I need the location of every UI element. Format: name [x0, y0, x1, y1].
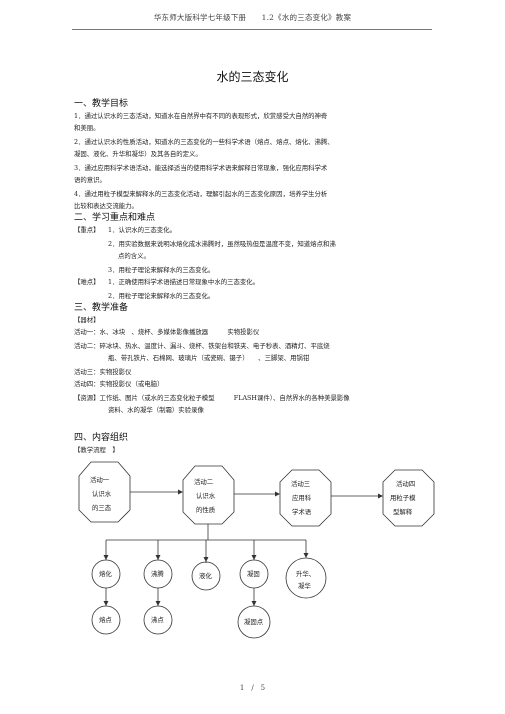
activity-4-box: [382, 469, 435, 527]
change-label: 熔化: [99, 569, 112, 578]
goal-line: 1．通过认识水的三态活动，知道水在自然界中有不同的表现形式，欣赏感受大自然的神奇: [74, 112, 328, 120]
arrow-head: [251, 601, 257, 606]
difficult-point-item: 1．正确使用科学术语描述日常现象中水的三态变化。: [108, 278, 260, 286]
arrow-head: [378, 493, 383, 499]
key-point-item: 点的含义。: [118, 252, 150, 260]
goal-line: 比较和表达交流能力。: [74, 202, 138, 210]
arrow-head: [103, 555, 109, 560]
activity-2-label: 活动二: [194, 477, 214, 486]
key-point-item: 2．用实验数据来说明冰熔化成水沸腾时，虽然吸热但是温度不变，知道熔点和沸: [108, 240, 336, 248]
prep-line: 瓶、带孔铁片、石棉网、玻璃片（或瓷碗、镊子） 、三脚架、用锅钳: [108, 354, 310, 362]
activity-1-text: 的三态: [92, 503, 112, 512]
activity-1-text: 认识水: [92, 489, 112, 498]
prep-line: 活动三：实物投影仪: [74, 368, 132, 376]
goal-line: 凝固、液化、升华和凝华）及其各自的定义。: [74, 150, 202, 158]
activity-3-box: [279, 469, 332, 527]
change-label: 升华、: [296, 569, 315, 578]
point-label: 沸点: [151, 615, 164, 624]
arrow-head: [155, 555, 161, 560]
activity-4-text: 用粒子模: [390, 493, 416, 502]
goal-line: 3．通过应用科学术语活动，能选择适当的使用科学术语来解释日常现象，强化应用科学术: [74, 164, 328, 172]
goal-line: 和美丽。: [74, 124, 100, 132]
goal-line: 2．通过认识水的性质活动，知道水的三态变化的一些科学术语（熔点、熔点、熔化、沸腾…: [74, 138, 334, 146]
point-label: 凝固点: [244, 617, 264, 626]
activity-3-text: 应用科: [292, 493, 312, 502]
prep-line: 【资源】工作纸、图片（或水的三态变化粒子模型 FLASH课件）、自然界水的各种美…: [74, 394, 350, 402]
arrow-head: [103, 601, 109, 606]
flow-label: 【教学流程 】: [74, 446, 119, 454]
key-point-item: 3．用粒子理论来解释水的三态变化。: [108, 266, 215, 274]
change-label: 凝固: [247, 569, 260, 578]
activity-4-label: 活动四: [396, 479, 415, 488]
change-label: 液化: [199, 571, 212, 580]
activity-3-label: 活动三: [291, 479, 310, 488]
arrow-head: [155, 601, 161, 606]
arrow-head: [178, 489, 183, 495]
arrow-head: [275, 491, 280, 497]
activity-4-text: 型解释: [393, 507, 413, 516]
goal-line: 语的意识。: [74, 176, 106, 184]
arrow-head: [303, 553, 309, 558]
document-title: 水的三态变化: [216, 70, 289, 84]
prep-line: 资料、水的凝华（制霜）实验录像: [108, 406, 204, 414]
prep-line: 活动四：实物投影仪（或电脑）: [74, 380, 164, 388]
header-rule: [72, 29, 432, 30]
activity-2-box: [182, 465, 235, 525]
point-label: 熔点: [99, 615, 112, 624]
section-heading-prep: 三、教学准备: [74, 303, 129, 313]
difficult-points-label: 【难点】: [74, 278, 100, 286]
arrow-head: [203, 557, 209, 562]
section-heading-organization: 四、内容组织: [74, 433, 129, 443]
change-node: [285, 557, 327, 599]
goal-line: 4．通过用粒子模型来解释水的三态变化活动，理解引起水的三态变化原因，培养学生分析: [74, 190, 328, 198]
activity-1-box: [78, 461, 131, 523]
page-number: 1 / 5: [239, 684, 266, 692]
equipment-label: 【器材】: [74, 316, 100, 324]
prep-line: 活动二：碎冰块、热水、温度计、漏斗、烧杯、铁架台和铁夹、电子秒表、酒精灯、平底烧: [74, 342, 330, 350]
arrow-head: [251, 555, 257, 560]
activity-2-text: 的性质: [196, 505, 216, 514]
activity-3-text: 学术语: [292, 507, 312, 516]
page-header: 华东师大版科学七年级下册 1.2《水的三态变化》教案: [153, 13, 352, 22]
activity-2-text: 认识水: [196, 491, 216, 500]
prep-line: 活动一：水、冰块 、烧杯、多媒体影像播放器 实物投影仪: [74, 328, 260, 336]
section-heading-key-points: 二、学习重点和难点: [74, 213, 156, 223]
change-label: 凝华: [298, 581, 311, 590]
key-points-label: 【重点】: [74, 226, 100, 234]
section-heading-goals: 一、教学目标: [74, 99, 129, 109]
change-label: 沸腾: [151, 569, 164, 578]
activity-1-label: 活动一: [90, 475, 110, 484]
difficult-point-item: 2．用粒子理论来解释水的三态变化。: [108, 292, 215, 300]
key-point-item: 1．认识水的三态变化。: [108, 226, 176, 234]
